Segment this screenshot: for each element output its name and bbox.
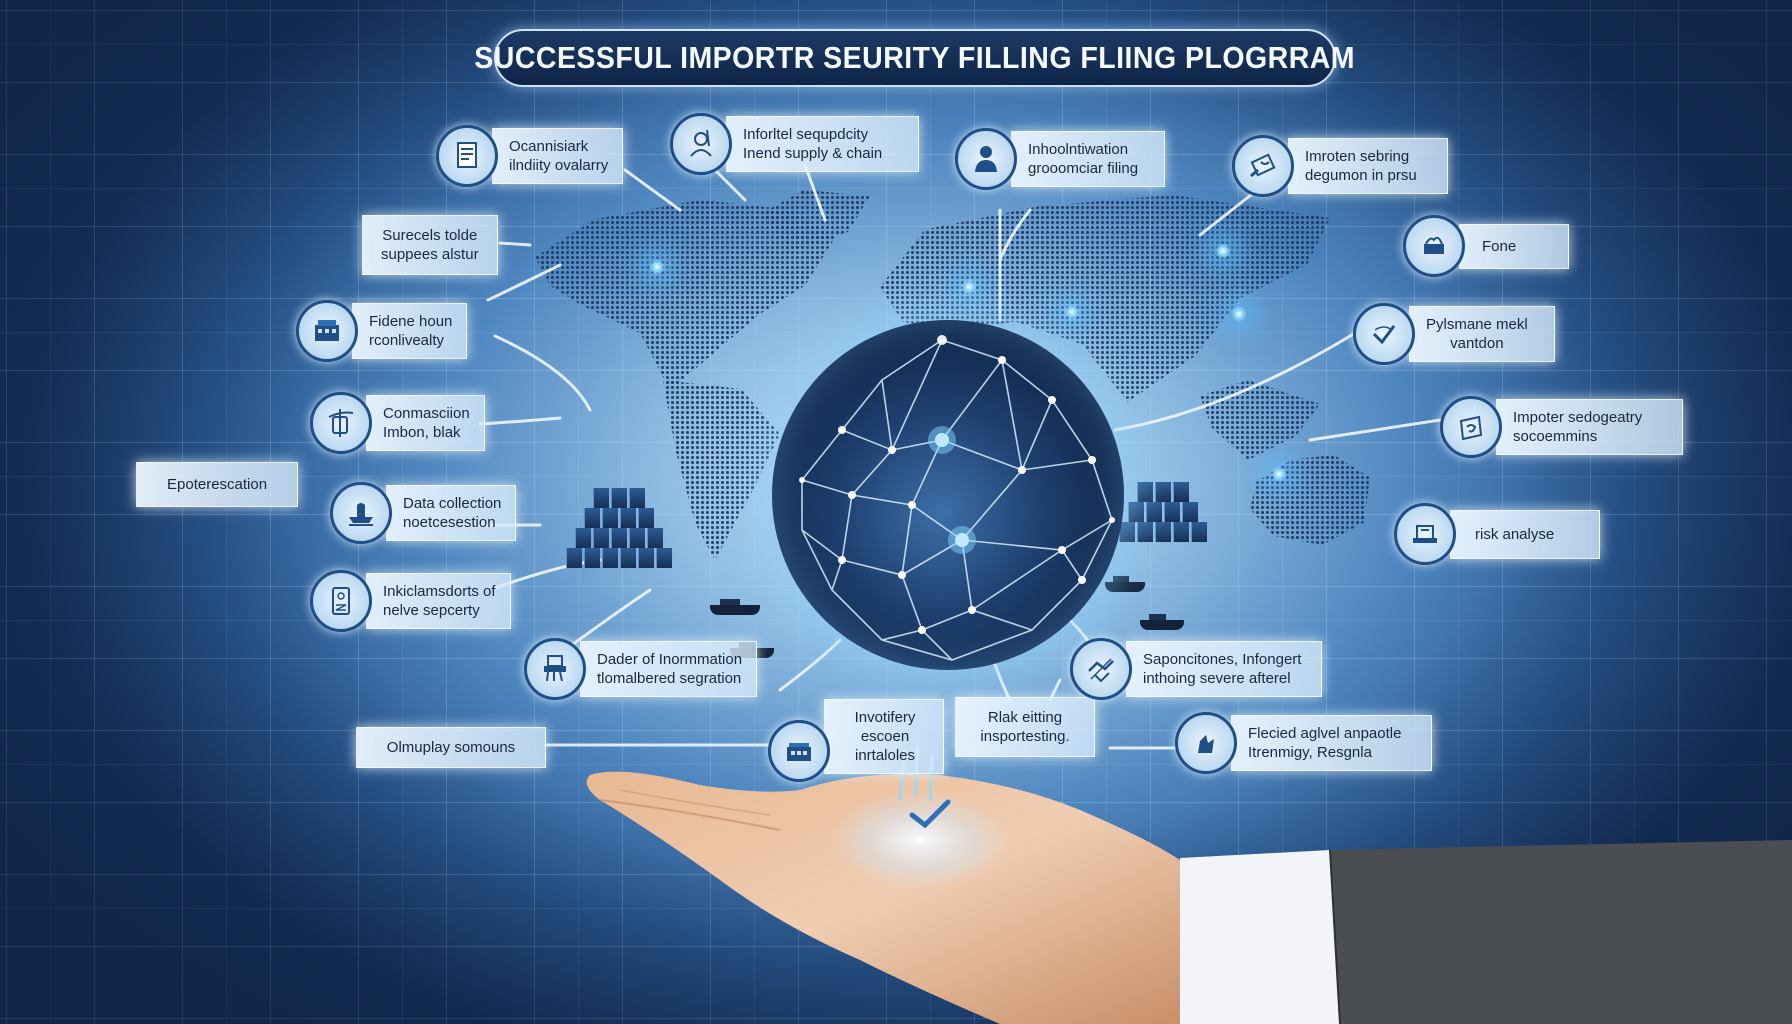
building-icon xyxy=(296,300,358,362)
callout-left-8[interactable]: Olmuplay somouns xyxy=(356,727,546,768)
network-globe xyxy=(772,320,1124,670)
magnifier-icon xyxy=(1232,135,1294,197)
callout-label: risk analyse xyxy=(1450,509,1600,559)
person-icon xyxy=(955,128,1017,190)
checkmark-icon xyxy=(1353,303,1415,365)
glow-pin xyxy=(1270,465,1288,483)
scale-icon xyxy=(1394,503,1456,565)
scroll-icon xyxy=(310,392,372,454)
page-title: SUCCESSFUL IMPORTR SEURITY FILLING FLIIN… xyxy=(474,40,1356,75)
cargo-ship xyxy=(710,599,760,615)
cargo-ship xyxy=(1140,614,1184,630)
container-icon xyxy=(1440,396,1502,458)
cargo-icon xyxy=(1403,215,1465,277)
callout-label: Olmuplay somouns xyxy=(356,727,546,768)
container-stack-left xyxy=(565,488,673,568)
clipboard-icon xyxy=(524,638,586,700)
map-australia xyxy=(1250,455,1370,545)
title-banner: SUCCESSFUL IMPORTR SEURITY FILLING FLIIN… xyxy=(475,29,1355,87)
callout-left-4[interactable]: Epoterescation xyxy=(136,462,299,507)
cargo-ship xyxy=(1105,576,1145,592)
worker-icon xyxy=(670,113,732,175)
ship-icon xyxy=(330,482,392,544)
handshake-icon xyxy=(1070,638,1132,700)
map-southeast-asia xyxy=(1200,380,1320,460)
container-stack-right xyxy=(1118,482,1208,542)
glow-pin xyxy=(1063,303,1081,321)
callout-right-0[interactable]: Fone xyxy=(1403,215,1569,277)
callout-label: Epoterescation xyxy=(136,462,299,507)
glow-pin xyxy=(648,258,666,276)
glow-pin xyxy=(1214,242,1232,260)
document-icon xyxy=(436,125,498,187)
glow-pin xyxy=(960,278,978,296)
phone-icon xyxy=(310,570,372,632)
glow-pin xyxy=(1230,305,1248,323)
callout-label: Fone xyxy=(1459,223,1569,269)
callout-right-3[interactable]: risk analyse xyxy=(1394,503,1600,565)
factory-icon xyxy=(768,720,830,782)
hand-icon xyxy=(1175,712,1237,774)
